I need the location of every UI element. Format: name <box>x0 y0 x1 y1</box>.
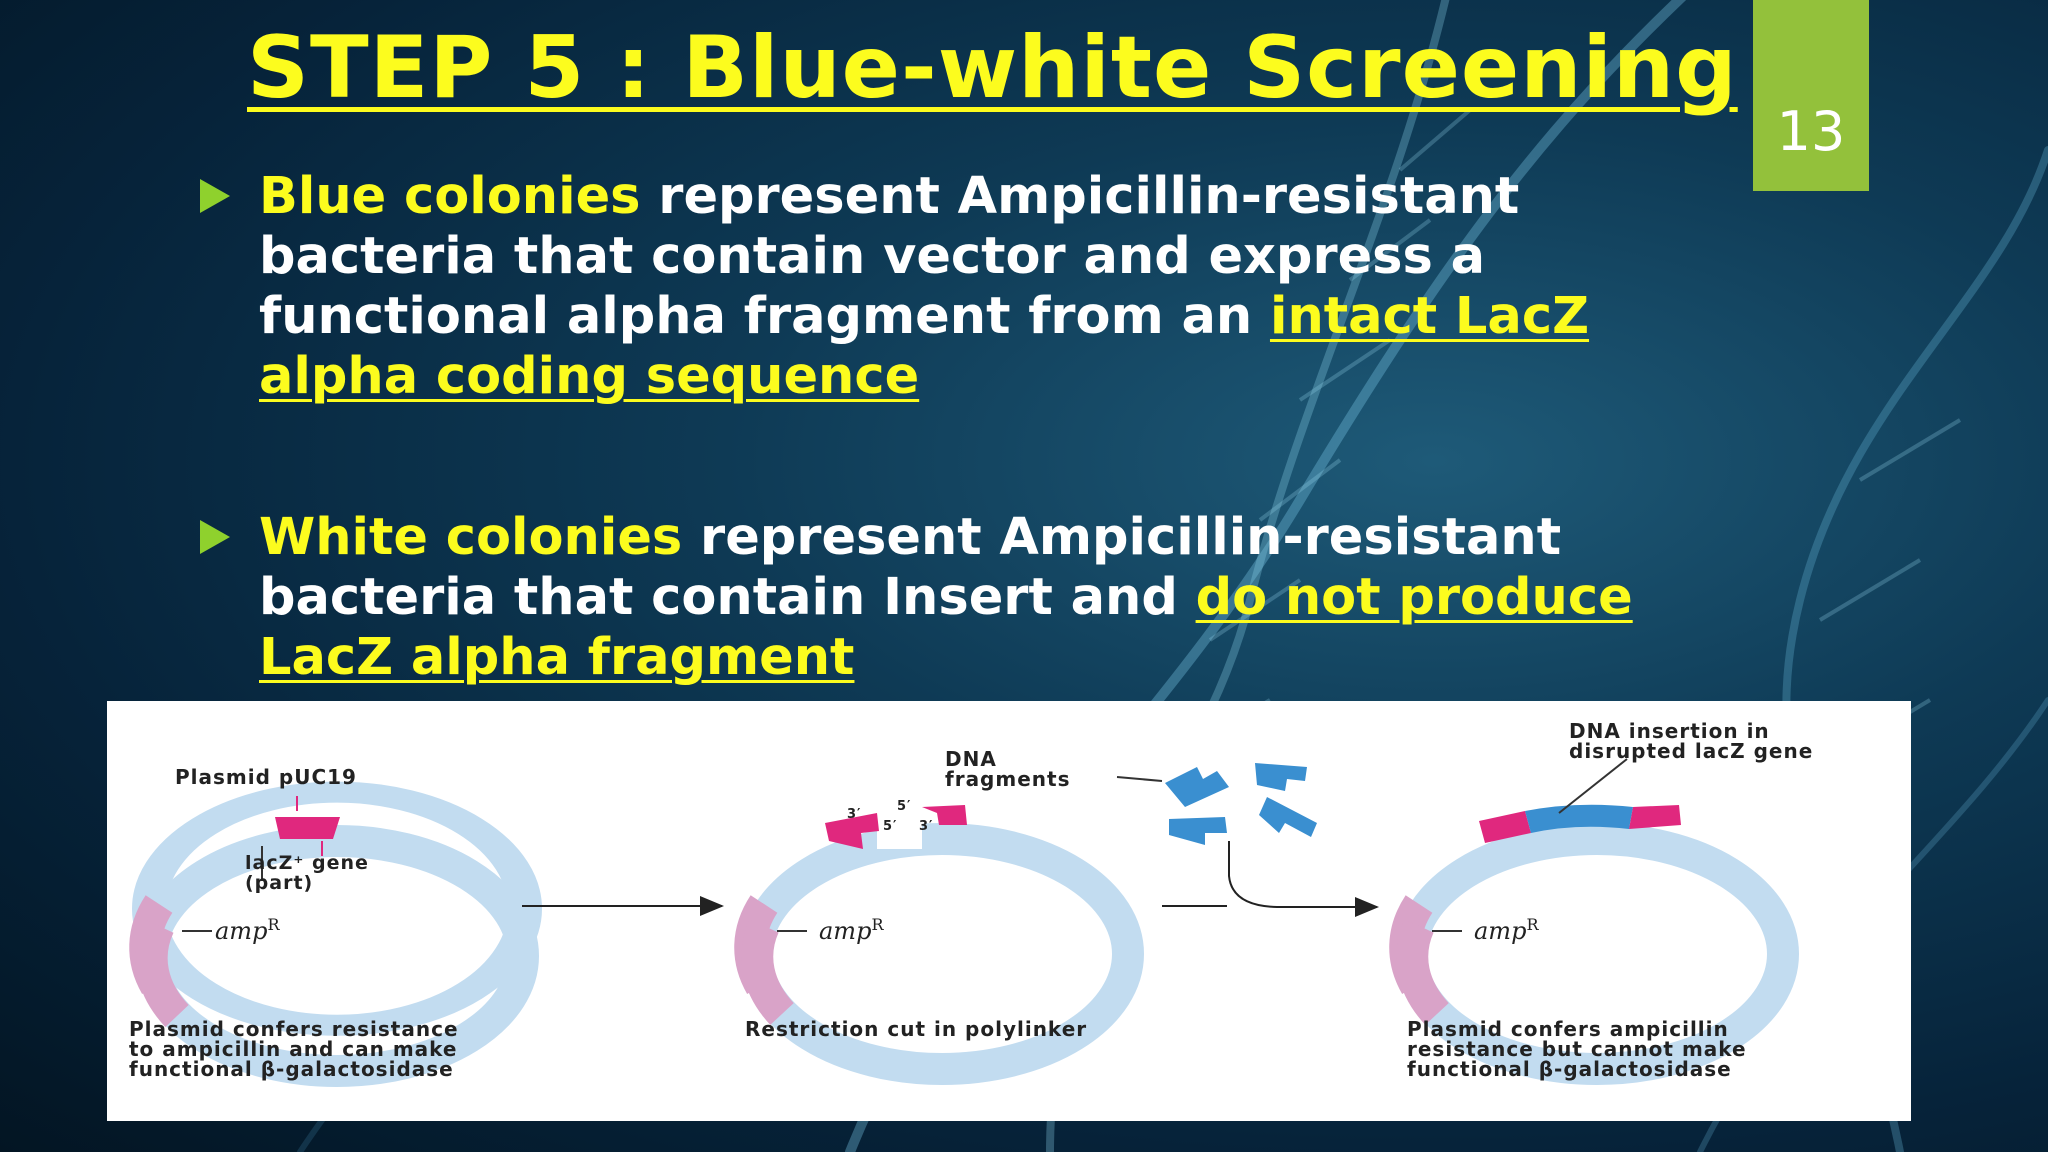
end-label: 3′ <box>919 819 934 834</box>
bullet-highlight: Blue colonies <box>259 167 641 226</box>
end-label: 3′ <box>847 807 862 822</box>
dna-fragments-label: DNA fragments <box>945 747 1071 791</box>
slide-number-badge: 13 <box>1753 0 1869 191</box>
lacz-gene-label: lacZ⁺ gene (part) <box>245 852 369 894</box>
bullet-text: White colonies represent Ampicillin-resi… <box>259 508 1700 688</box>
amp-label-1: ampR <box>215 915 280 945</box>
end-label: 5′ <box>897 799 912 814</box>
bullet-underlined: do not produce LacZ alpha fragment <box>259 568 1633 687</box>
bullet-underlined: intact LacZ alpha coding sequence <box>259 287 1590 406</box>
bullet-text: Blue colonies represent Ampicillin-resis… <box>259 167 1700 407</box>
bullet-body: represent Ampicillin-resistant bacteria … <box>259 508 1562 627</box>
caption-recombinant-plasmid: Plasmid confers ampicillin resistance bu… <box>1407 1017 1747 1081</box>
bullet-arrow-icon <box>200 179 230 213</box>
bullet-body: represent Ampicillin-resistant bacteria … <box>259 167 1520 346</box>
diagram-graphics <box>129 758 1799 1087</box>
bullet-blue-colonies: Blue colonies represent Ampicillin-resis… <box>200 167 1700 407</box>
caption-intact-plasmid: Plasmid confers resistance to ampicillin… <box>129 1017 459 1081</box>
puc19-cloning-diagram: Plasmid pUC19 lacZ⁺ gene (part) ampR amp… <box>107 701 1911 1121</box>
bullet-arrow-icon <box>200 520 230 554</box>
bullet-highlight: White colonies <box>259 508 683 567</box>
dna-fragments <box>1165 763 1317 845</box>
end-label: 5′ <box>883 819 898 834</box>
amp-label-2: ampR <box>819 915 884 945</box>
plasmid-with-insert <box>1389 758 1799 1085</box>
plasmid-cut <box>734 805 1144 1085</box>
plasmid-intact <box>129 781 542 1087</box>
slide-title: STEP 5 : Blue-white Screening <box>247 18 1738 118</box>
bullet-white-colonies: White colonies represent Ampicillin-resi… <box>200 508 1700 688</box>
amp-label-3: ampR <box>1474 915 1539 945</box>
plasmid-puc19-label: Plasmid pUC19 <box>175 765 357 789</box>
caption-restriction-cut: Restriction cut in polylinker <box>745 1017 1088 1041</box>
slide-number: 13 <box>1776 100 1846 163</box>
dna-insertion-label: DNA insertion in disrupted lacZ gene <box>1569 719 1814 763</box>
